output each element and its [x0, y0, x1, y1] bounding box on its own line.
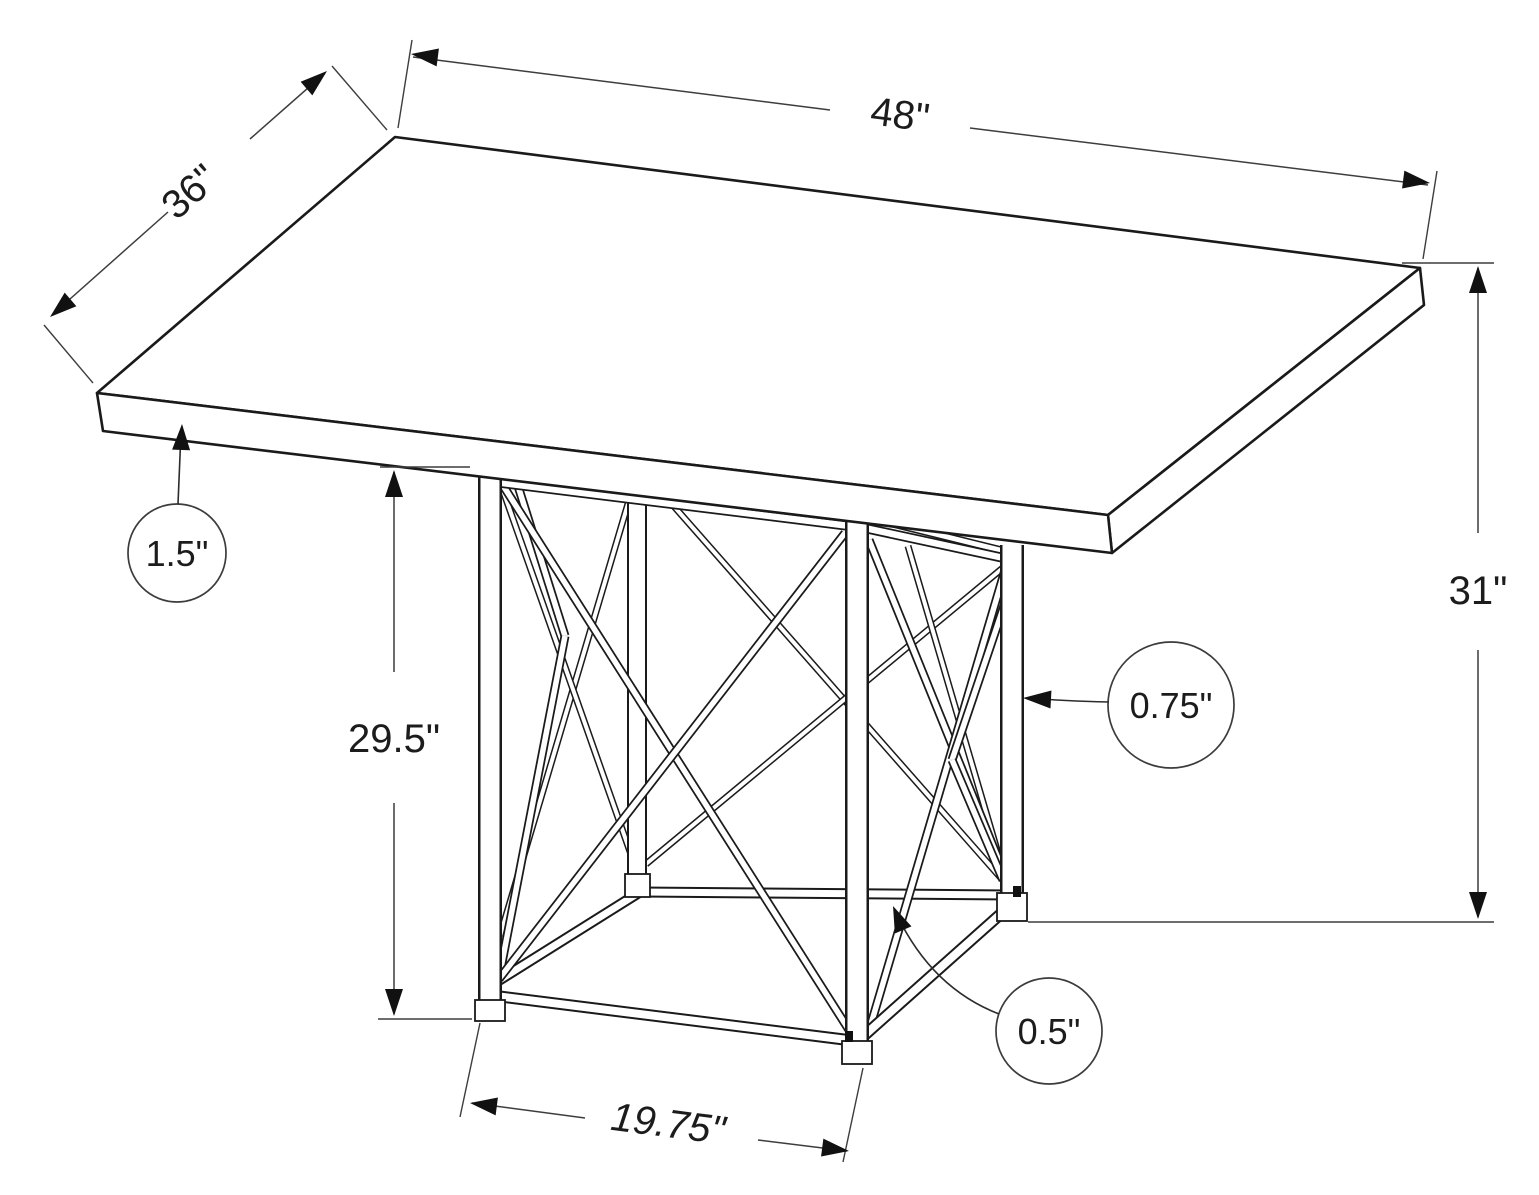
center-foot: [841, 1040, 873, 1065]
arrow-icon: [470, 1097, 498, 1116]
callout-circle: [1107, 641, 1235, 769]
base-front-top-rails: [485, 476, 1015, 565]
callout-circle: [127, 503, 227, 603]
dim-top-length-label: 48": [868, 89, 932, 140]
arrow-icon: [893, 906, 912, 934]
dim-overall-height-label: 31": [1449, 569, 1508, 613]
dim-frame-tube: 0.75": [1023, 641, 1235, 769]
arrow-icon: [821, 1138, 849, 1157]
arrow-icon: [411, 48, 439, 67]
dim-overall-height: 31": [1028, 262, 1508, 923]
base-front-bottom-rails: [487, 898, 1017, 1047]
base-rear-cross-braces: [496, 467, 1013, 937]
arrow-icon: [300, 71, 327, 96]
base-right-face-braces: [864, 538, 1015, 1026]
table-top-front-edge: [95, 391, 1114, 555]
dim-base-height-label: 29.5": [348, 717, 440, 761]
dim-top-depth-label: 36": [153, 156, 226, 228]
base-left-face-braces: [493, 468, 853, 1033]
arrow-icon: [50, 292, 77, 317]
arrow-icon: [1402, 170, 1430, 189]
dim-brace-tube-label: 0.5": [1018, 1011, 1081, 1052]
dim-top-thickness: 1.5": [127, 424, 227, 603]
callout-circle: [995, 977, 1103, 1085]
table-base-frame: [474, 457, 1028, 1065]
dim-base-width-label: 19.75": [609, 1095, 730, 1153]
arrow-icon: [172, 424, 191, 451]
dim-top-thickness-label: 1.5": [146, 533, 209, 574]
base-rear-post: [624, 458, 651, 898]
arrow-icon: [1023, 690, 1052, 709]
dim-base-height: 29.5": [348, 466, 472, 1020]
dim-brace-tube: 0.5": [893, 906, 1103, 1085]
right-foot: [996, 892, 1028, 922]
glide-dot: [1013, 886, 1021, 897]
dim-base-width: 19.75": [459, 1022, 864, 1163]
arrow-icon: [1469, 892, 1487, 919]
arrow-icon: [1469, 266, 1487, 293]
left-foot: [474, 999, 506, 1022]
dim-top-length: 48": [397, 39, 1438, 260]
base-rear-bottom-rails: [487, 886, 1011, 991]
table-top: [95, 135, 1426, 555]
base-corner-posts: [474, 474, 1028, 1065]
arrow-icon: [385, 989, 403, 1016]
arrow-icon: [385, 470, 403, 497]
glide-dot: [845, 1031, 853, 1042]
dim-frame-tube-label: 0.75": [1130, 685, 1213, 726]
